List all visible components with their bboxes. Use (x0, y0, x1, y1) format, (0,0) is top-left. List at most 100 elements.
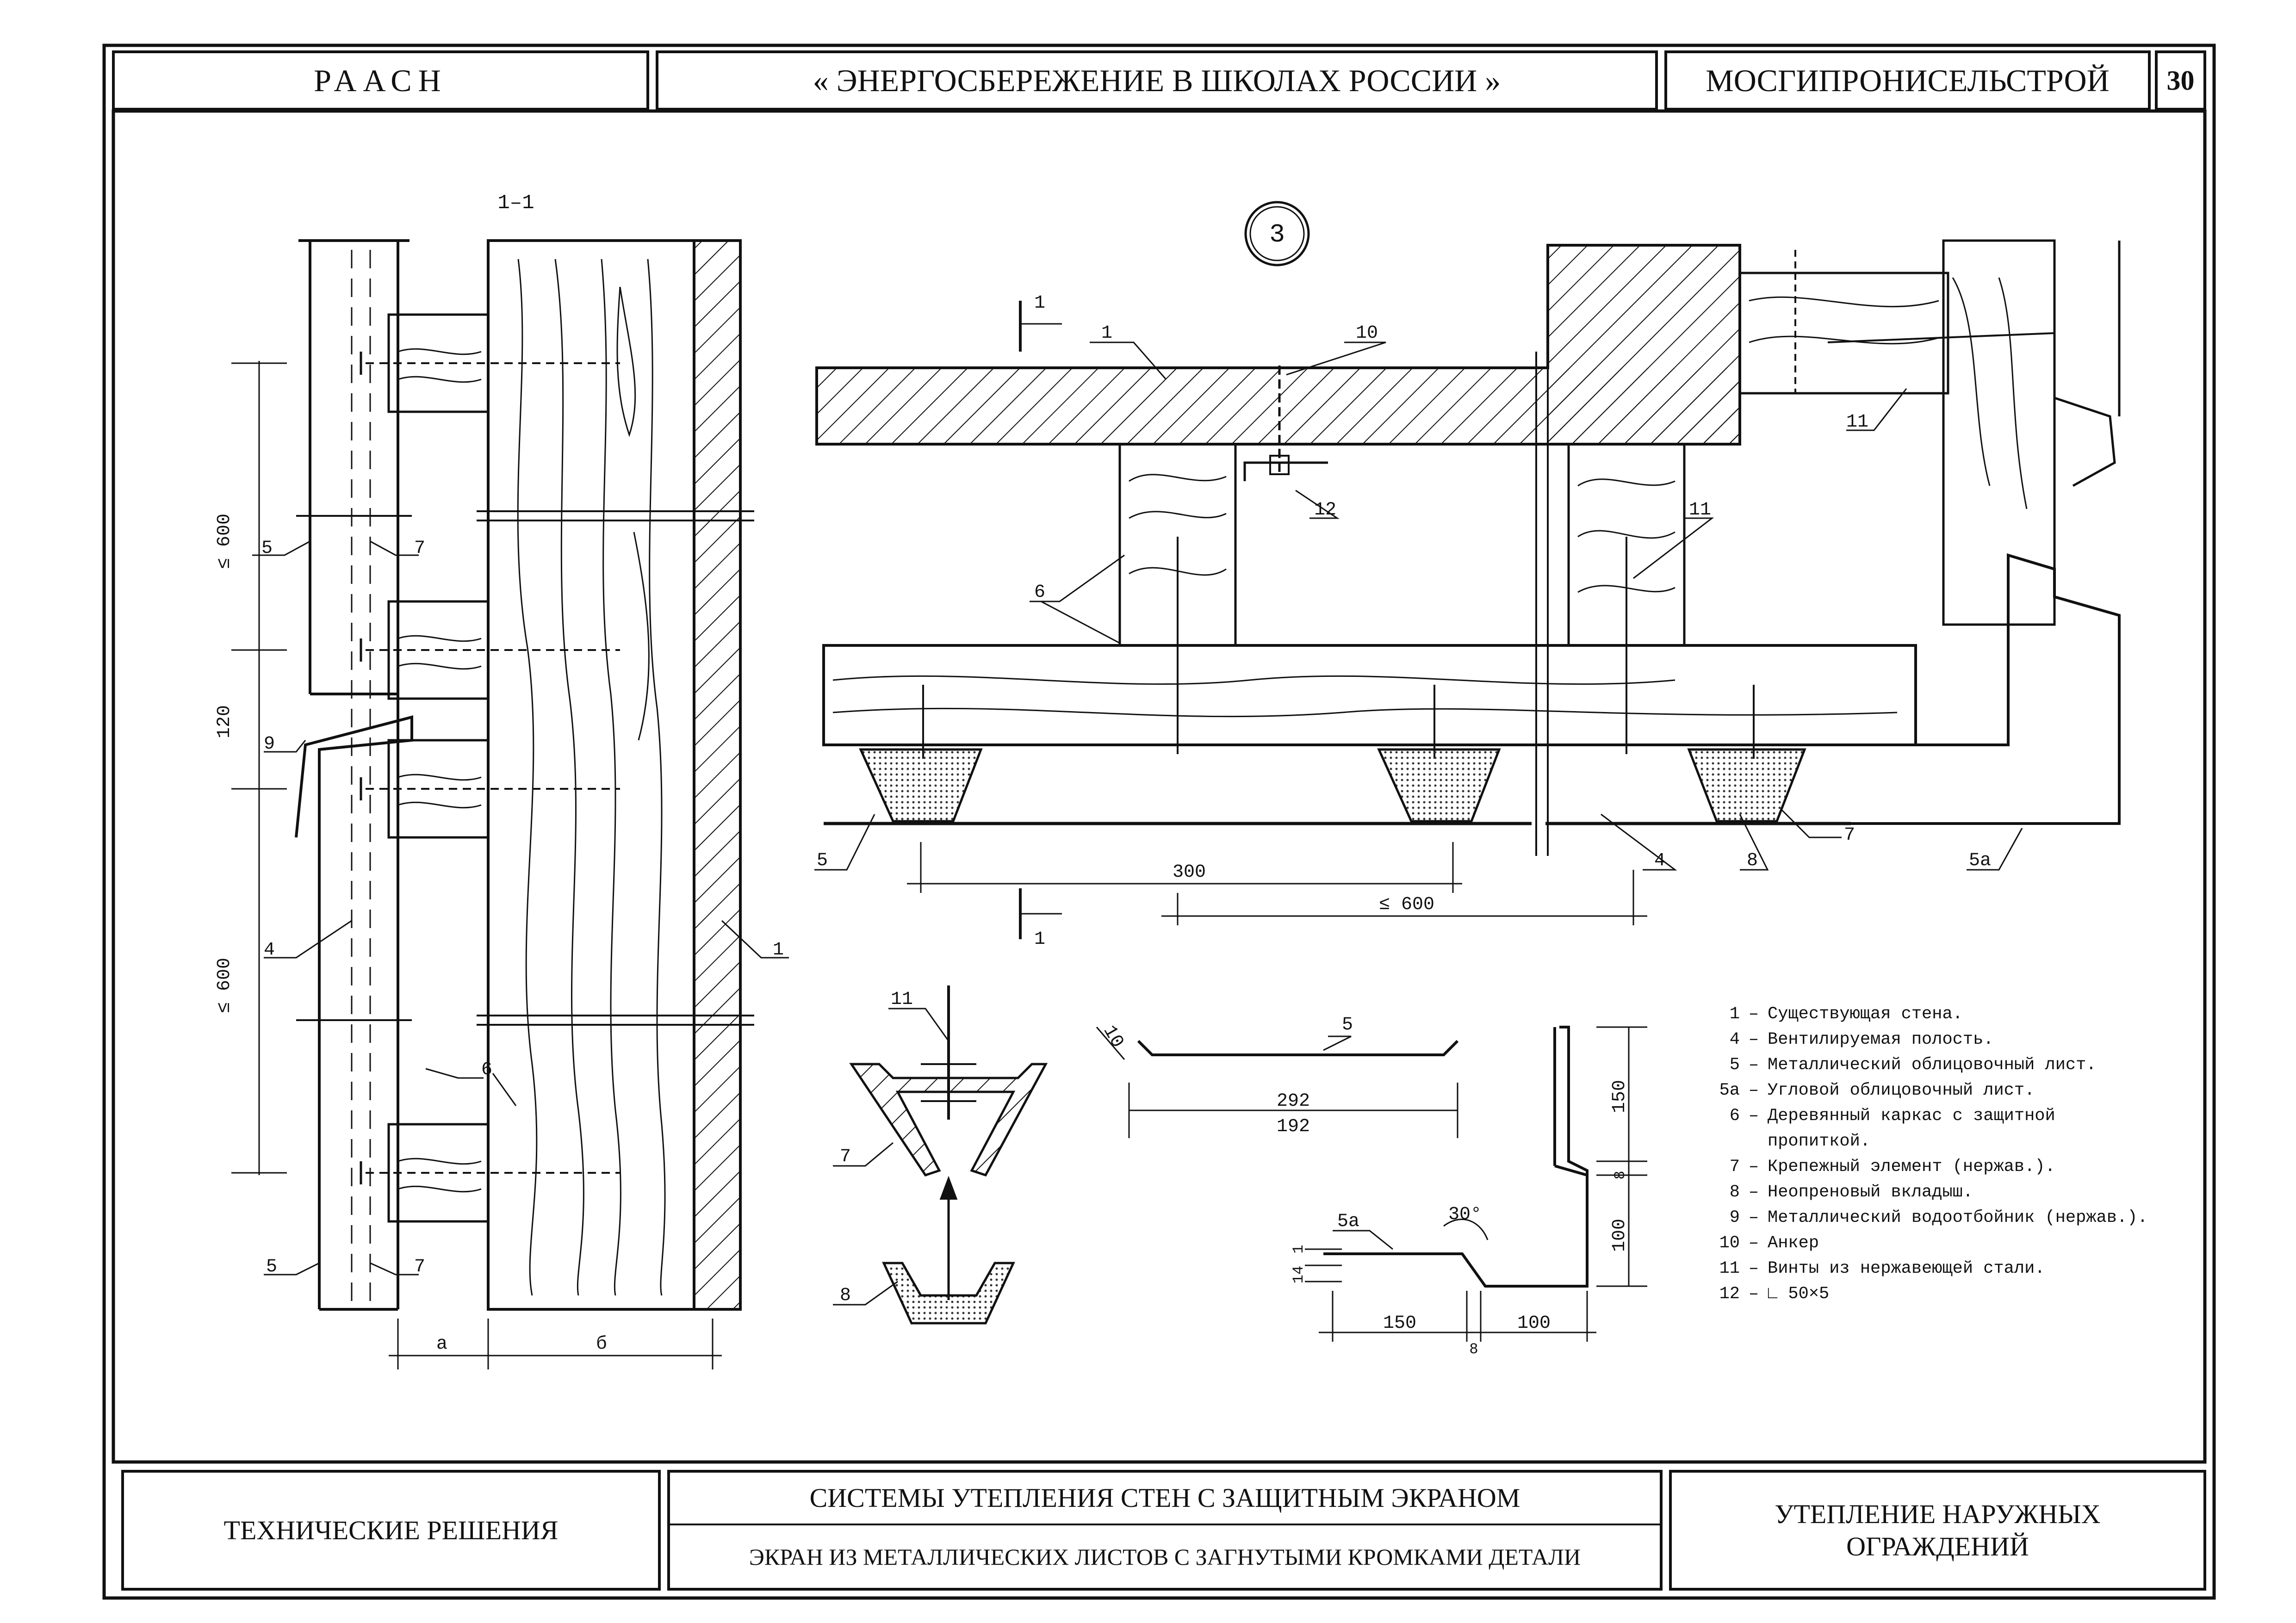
legend-text: Металлический облицовочный лист. (1768, 1055, 2097, 1075)
sheet-5a-profile (1305, 1026, 1647, 1342)
legend-item: 7–Крепежный элемент (нержав.). (1684, 1154, 2156, 1180)
legend-item: 5–Металлический облицовочный лист. (1684, 1053, 2156, 1078)
legend-dash: – (1748, 1233, 1759, 1253)
sheet-5-profile (1096, 1027, 1459, 1138)
dim-100-vertical: 100 (1609, 1219, 1630, 1252)
legend-number: 10 (1719, 1233, 1740, 1253)
callout-6-detail: 6 (1034, 582, 1045, 603)
callout-1-left: 1 (773, 940, 784, 960)
dim-292: 292 (1277, 1091, 1310, 1112)
legend-dash: – (1748, 1055, 1759, 1075)
legend-number: 12 (1719, 1284, 1740, 1304)
dim-192: 192 (1277, 1116, 1310, 1137)
legend-text: Существующая стена. (1768, 1004, 1963, 1024)
header-org-right: МОСГИПРОНИСЕЛЬСТРОЙ (1706, 62, 2110, 98)
legend-dash: – (1748, 1259, 1759, 1278)
callout-5a-sheet: 5а (1337, 1211, 1359, 1232)
legend-text: Угловой облицовочный лист. (1768, 1081, 2035, 1100)
section-mark-bottom: 1 (1034, 929, 1045, 950)
legend-dash: – (1748, 1157, 1759, 1177)
legend-number: 5а (1719, 1081, 1740, 1100)
dim-30deg: 30° (1448, 1204, 1482, 1225)
callout-12: 12 (1314, 500, 1336, 520)
callout-5-top: 5 (261, 538, 273, 559)
legend-text: Вентилируемая полость. (1768, 1030, 1994, 1049)
callout-7-bottom: 7 (414, 1257, 425, 1277)
legend-number: 11 (1719, 1259, 1740, 1278)
callout-5-detail: 5 (817, 850, 828, 871)
legend-number: 1 (1729, 1004, 1740, 1024)
callout-8-detail: 8 (1747, 850, 1758, 871)
detail-number: 3 (1269, 220, 1285, 249)
legend-number: 6 (1729, 1106, 1740, 1126)
callout-4-left: 4 (264, 940, 275, 960)
callout-5-bottom: 5 (266, 1257, 277, 1277)
callout-11-profile: 11 (891, 989, 913, 1010)
callout-7-detail: 7 (1844, 825, 1855, 846)
dim-1: 1 (1290, 1245, 1307, 1253)
footer-left: ТЕХНИЧЕСКИЕ РЕШЕНИЯ (223, 1515, 558, 1545)
legend-text: Деревянный каркас с защитной пропиткой. (1768, 1106, 2055, 1151)
legend-item: 5а–Угловой облицовочный лист. (1684, 1078, 2156, 1103)
callout-8-profile: 8 (840, 1285, 851, 1306)
header-title: « ЭНЕРГОСБЕРЕЖЕНИЕ В ШКОЛАХ РОССИИ » (813, 62, 1501, 98)
callout-4-detail: 4 (1654, 850, 1665, 871)
dim-8-horizontal: 8 (1469, 1341, 1478, 1358)
dim-10: 10 (1098, 1022, 1128, 1052)
legend-dash: – (1748, 1081, 1759, 1100)
footer-center-bottom: ЭКРАН ИЗ МЕТАЛЛИЧЕСКИХ ЛИСТОВ С ЗАГНУТЫМ… (749, 1544, 1581, 1570)
callout-5a-detail: 5а (1969, 850, 1991, 871)
header-org-left: РААСН (314, 62, 447, 98)
legend-dash: – (1748, 1004, 1759, 1024)
callout-7-top: 7 (414, 538, 425, 559)
legend-dash: – (1748, 1183, 1759, 1202)
legend-dash: – (1748, 1284, 1759, 1304)
callout-9: 9 (264, 734, 275, 755)
callout-7-profile: 7 (840, 1146, 851, 1167)
legend-number: 4 (1729, 1030, 1740, 1049)
legend-number: 7 (1729, 1157, 1740, 1177)
section-mark-top: 1 (1034, 293, 1045, 314)
detail-3 (814, 201, 2121, 939)
legend-item: 1–Существующая стена. (1684, 1002, 2156, 1027)
legend: 1–Существующая стена.4–Вентилируемая пол… (1684, 1002, 2156, 1307)
legend-text: Винты из нержавеющей стали. (1768, 1259, 2045, 1278)
legend-text: Металлический водоотбойник (нержав.). (1768, 1208, 2148, 1227)
legend-number: 5 (1729, 1055, 1740, 1075)
legend-item: 9–Металлический водоотбойник (нержав.). (1684, 1205, 2156, 1231)
section-1-1 (231, 239, 789, 1369)
legend-text: ∟ 50×5 (1768, 1284, 1830, 1304)
dim-a: а (436, 1334, 447, 1355)
profile-detail (833, 985, 1048, 1325)
dim-8-vertical: 8 (1612, 1171, 1629, 1179)
callout-1-detail: 1 (1101, 323, 1112, 344)
footer-center-top: СИСТЕМЫ УТЕПЛЕНИЯ СТЕН С ЗАЩИТНЫМ ЭКРАНО… (809, 1483, 1520, 1513)
legend-text: Анкер (1768, 1233, 1819, 1253)
dim-150-horizontal: 150 (1383, 1313, 1416, 1334)
legend-number: 8 (1729, 1183, 1740, 1202)
legend-dash: – (1748, 1208, 1759, 1227)
section-title: 1–1 (497, 192, 534, 215)
legend-number: 9 (1729, 1208, 1740, 1227)
dim-b: б (596, 1334, 607, 1355)
dim-150-vertical: 150 (1609, 1080, 1630, 1113)
legend-dash: – (1748, 1106, 1759, 1126)
legend-text: Крепежный элемент (нержав.). (1768, 1157, 2055, 1177)
dim-le600-detail: ≤ 600 (1379, 894, 1434, 915)
callout-11-detail: 11 (1689, 500, 1711, 520)
dim-le600-bottom: ≤ 600 (214, 958, 235, 1013)
legend-item: 4–Вентилируемая полость. (1684, 1027, 2156, 1053)
dim-le600-top: ≤ 600 (214, 514, 235, 569)
dim-300: 300 (1173, 862, 1206, 883)
callout-11-right: 11 (1846, 412, 1868, 433)
legend-text: Неопреновый вкладыш. (1768, 1183, 1973, 1202)
dim-100-horizontal: 100 (1517, 1313, 1551, 1334)
legend-dash: – (1748, 1030, 1759, 1049)
dim-14: 14 (1290, 1266, 1307, 1283)
legend-item: 10–Анкер (1684, 1231, 2156, 1256)
callout-6-left: 6 (481, 1059, 492, 1080)
page-number: 30 (2166, 65, 2195, 96)
footer-right: УТЕПЛЕНИЕ НАРУЖНЫХ ОГРАЖДЕНИЙ (1775, 1499, 2101, 1561)
callout-5-sheet: 5 (1342, 1015, 1353, 1035)
